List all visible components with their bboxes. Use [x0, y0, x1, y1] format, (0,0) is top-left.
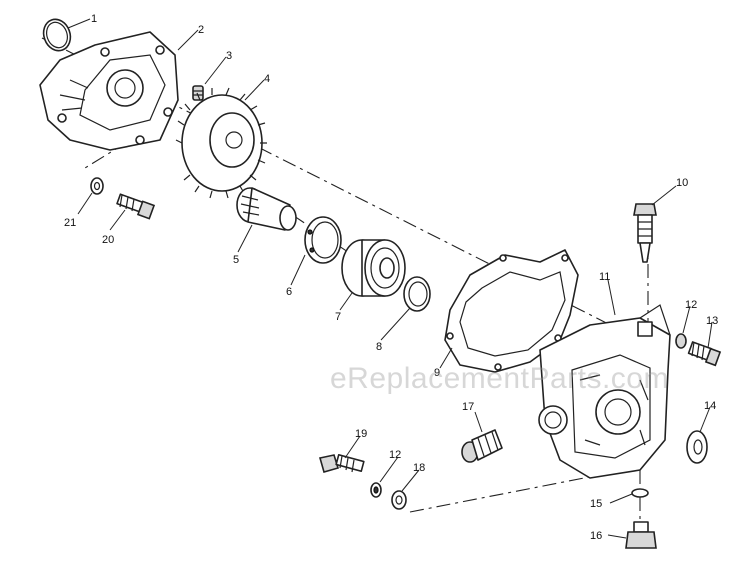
callout-9: 9 — [434, 367, 440, 379]
callout-1: 1 — [91, 13, 97, 25]
callout-8: 8 — [376, 341, 382, 353]
callout-19: 19 — [355, 428, 367, 440]
callout-17: 17 — [462, 401, 474, 413]
part-6-retaining-ring[interactable] — [304, 216, 342, 264]
part-16-drain-plug[interactable] — [625, 521, 657, 549]
callout-13: 13 — [706, 315, 718, 327]
callout-numbers: 1 2 3 4 5 6 7 8 9 10 11 12 13 12 14 15 1… — [64, 13, 718, 542]
callout-6: 6 — [286, 286, 292, 298]
callout-16: 16 — [590, 530, 602, 542]
part-5-pinion-shaft[interactable] — [236, 187, 297, 231]
callout-11: 11 — [599, 271, 610, 283]
part-9-gasket[interactable] — [444, 249, 579, 373]
part-17-fitting-plug[interactable] — [461, 429, 503, 463]
part-4-large-gear[interactable] — [175, 87, 267, 199]
callout-2: 2 — [198, 24, 204, 36]
part-2-cover-plate[interactable] — [39, 31, 179, 151]
part-11-gear-housing[interactable] — [538, 304, 671, 479]
watermark-text: eReplacementParts.com — [330, 362, 669, 395]
part-10-vent-plug[interactable] — [633, 203, 657, 263]
callout-12-top: 12 — [685, 299, 697, 311]
part-20-bolt[interactable] — [116, 193, 156, 220]
callout-18: 18 — [413, 462, 425, 474]
callout-3: 3 — [226, 50, 232, 62]
callout-15: 15 — [590, 498, 602, 510]
part-3-key[interactable] — [192, 85, 204, 101]
part-12-washer-right[interactable] — [675, 333, 687, 349]
part-19-bolt-bottom[interactable] — [318, 454, 365, 473]
part-15-o-ring[interactable] — [631, 488, 649, 498]
part-14-thrust-washer[interactable] — [686, 430, 708, 464]
part-13-bolt-right[interactable] — [687, 341, 722, 367]
part-1-o-ring[interactable] — [39, 16, 74, 55]
callout-12-bottom: 12 — [389, 449, 401, 461]
callout-21: 21 — [64, 217, 76, 229]
callout-20: 20 — [102, 234, 114, 246]
callout-14: 14 — [704, 400, 716, 412]
callout-4: 4 — [264, 73, 270, 85]
part-7-bearing[interactable] — [341, 239, 406, 297]
part-12-washer-bottom[interactable] — [370, 482, 382, 498]
callout-leader-lines — [67, 18, 713, 539]
part-21-washer[interactable] — [90, 177, 104, 195]
callout-7: 7 — [335, 311, 341, 323]
part-8-retaining-ring[interactable] — [403, 276, 431, 312]
callout-5: 5 — [233, 254, 239, 266]
part-18-washer[interactable] — [391, 490, 407, 510]
callout-10: 10 — [676, 177, 688, 189]
